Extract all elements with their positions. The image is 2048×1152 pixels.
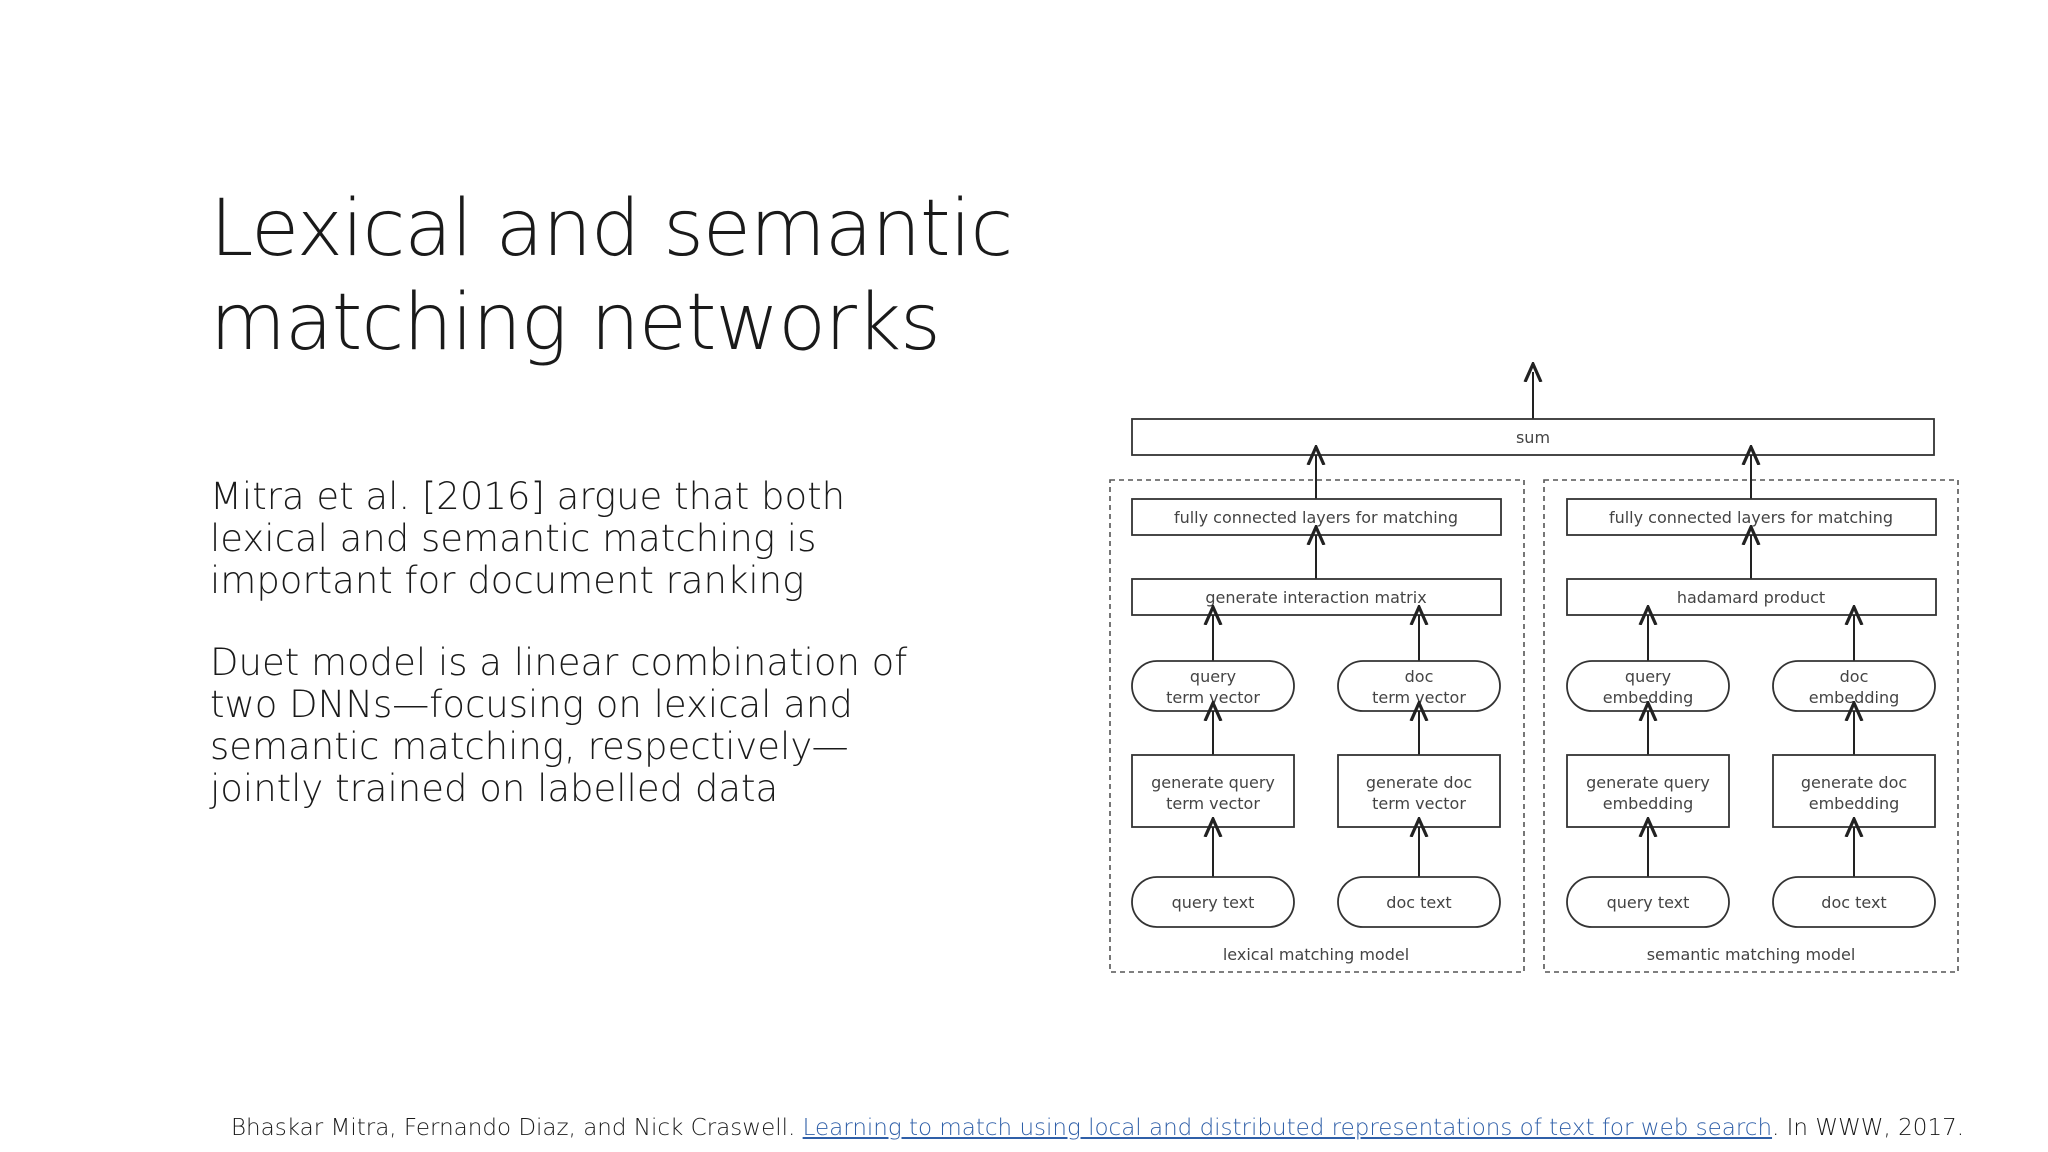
slide-title: Lexical and semantic matching networks	[210, 182, 1030, 370]
citation-paper-link[interactable]: Learning to match using local and distri…	[802, 1115, 1773, 1141]
lexical-model-caption: lexical matching model	[1223, 945, 1409, 964]
semantic-generate-doc-line2: embedding	[1809, 794, 1899, 813]
semantic-query-text-label: query text	[1607, 893, 1690, 912]
semantic-generate-query-box	[1566, 754, 1730, 828]
semantic-query-embedding-line2: embedding	[1603, 688, 1693, 707]
body-paragraph-1: Mitra et al. [2016] argue that both lexi…	[210, 475, 846, 602]
lexical-fc-label: fully connected layers for matching	[1174, 508, 1458, 527]
semantic-model-caption: semantic matching model	[1647, 945, 1856, 964]
lexical-interaction-label: generate interaction matrix	[1205, 588, 1426, 607]
citation-venue: . In WWW, 2017.	[1772, 1115, 1965, 1141]
semantic-query-text	[1566, 876, 1730, 928]
citation-authors: Bhaskar Mitra, Fernando Diaz, and Nick C…	[231, 1115, 803, 1141]
lexical-query-text	[1131, 876, 1295, 928]
slide-body: Mitra et al. [2016] argue that both lexi…	[210, 476, 950, 850]
sum-label: sum	[1516, 428, 1550, 447]
lexical-query-term-vector-line2: term vector	[1166, 688, 1260, 707]
semantic-hadamard-label: hadamard product	[1677, 588, 1825, 607]
slide-title-line-2: matching networks	[210, 278, 941, 368]
lexical-generate-doc-line1: generate doc	[1366, 773, 1472, 792]
semantic-generate-query-line2: embedding	[1603, 794, 1693, 813]
semantic-doc-text-label: doc text	[1821, 893, 1886, 912]
lexical-doc-text	[1337, 876, 1501, 928]
duet-architecture-diagram: sum fully connected layers for matching …	[1109, 360, 1959, 973]
lexical-query-term-vector-line1: query	[1190, 667, 1236, 686]
lexical-doc-term-vector-line2: term vector	[1372, 688, 1466, 707]
lexical-generate-query-line1: generate query	[1151, 773, 1275, 792]
lexical-generate-doc-box	[1337, 754, 1501, 828]
semantic-generate-doc-box	[1772, 754, 1936, 828]
semantic-query-embedding-line1: query	[1625, 667, 1671, 686]
lexical-generate-query-line2: term vector	[1166, 794, 1260, 813]
lexical-query-text-label: query text	[1172, 893, 1255, 912]
semantic-generate-query-line1: generate query	[1586, 773, 1710, 792]
lexical-doc-text-label: doc text	[1386, 893, 1451, 912]
semantic-hadamard-box	[1566, 578, 1937, 616]
lexical-doc-term-vector-line1: doc	[1405, 667, 1434, 686]
lexical-generate-query-box	[1131, 754, 1295, 828]
lexical-interaction-box	[1131, 578, 1502, 616]
semantic-fc-label: fully connected layers for matching	[1609, 508, 1893, 527]
body-paragraph-2: Duet model is a linear combination of tw…	[210, 641, 908, 810]
semantic-doc-embedding-line1: doc	[1840, 667, 1869, 686]
semantic-doc-embedding-line2: embedding	[1809, 688, 1899, 707]
lexical-generate-doc-line2: term vector	[1372, 794, 1466, 813]
slide-title-line-1: Lexical and semantic	[210, 184, 1013, 274]
semantic-doc-text	[1772, 876, 1936, 928]
citation: Bhaskar Mitra, Fernando Diaz, and Nick C…	[231, 1113, 2031, 1143]
sum-box	[1131, 418, 1935, 456]
semantic-generate-doc-line1: generate doc	[1801, 773, 1907, 792]
